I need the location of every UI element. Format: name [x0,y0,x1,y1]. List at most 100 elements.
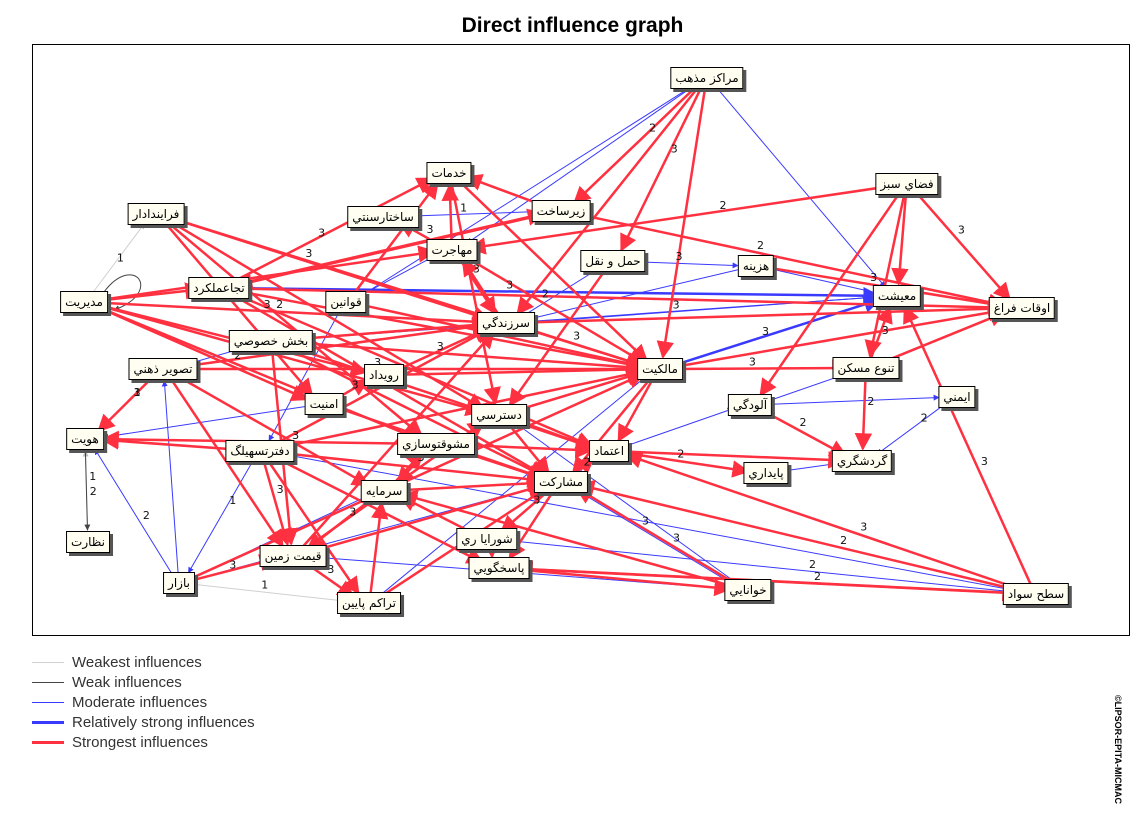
edge-khadamat-to-malekiat [456,178,649,363]
node-tarakom[interactable]: تراكم پايين [337,592,401,614]
node-sarzendegi[interactable]: سرزندگي [477,312,535,334]
edge-pasokhgoyi-to-khanayi [510,567,732,597]
edge-sarzendegi-to-oghat [517,300,1006,324]
edge-faza_sabz-to-maishat [891,193,909,286]
edge-weight-label: 3 [264,298,271,311]
edge-mohajerat-to-malekiat [461,253,646,365]
edge-bazar-to-hoviat [94,448,173,575]
node-pasokhgoyi[interactable]: پاسخگويي [468,557,530,579]
node-nezarat[interactable]: نظارت [66,531,110,553]
node-tasvir[interactable]: تصوير ذهني [128,358,198,380]
node-alodegi[interactable]: آلودگي [727,394,773,416]
edge-weight-label: 3 [958,224,965,237]
edge-ghavanin-to-daftar [268,310,341,442]
edge-sarzendegi-to-malekiat [517,324,645,370]
node-bakhsh[interactable]: بخش خصوصي [228,330,314,352]
edge-farayand-to-amniat [162,220,314,397]
legend-label-weak: Weak influences [72,673,182,691]
node-haml[interactable]: حمل و نقل [580,250,646,272]
node-roydad[interactable]: رويداد [364,364,404,386]
node-gheymat[interactable]: قيمت زمين [259,545,327,567]
edge-weight-label: 2 [90,485,97,498]
edge-weight-label: 2 [921,411,928,424]
node-khanayi[interactable]: خوانايي [724,579,772,601]
node-modiriat[interactable]: مديريت [60,291,108,313]
node-farayand[interactable]: فرايندادار [127,203,185,225]
edge-weight-label: 1 [261,578,268,591]
edge-weight-label: 3 [352,378,359,391]
legend-label-moderate: Moderate influences [72,693,208,711]
edge-weight-label: 3 [374,356,381,369]
edge-marakez-to-malekiat [656,87,707,359]
legend-swatch-strongest [32,740,64,744]
edge-modiriat-to-amniat [94,304,310,401]
legend-swatch-moderate [32,701,64,703]
edge-tasvir-to-sarzendegi [174,318,490,369]
edge-weight-label: 2 [542,287,549,300]
edge-farayand-to-moshavegh [164,219,424,438]
edge-marakez-to-sarzendegi [516,84,701,316]
node-sarmaye[interactable]: سرمايه [360,480,408,502]
edge-weight-label: 3 [277,483,284,496]
edge-bazar-to-tarakom [190,583,352,605]
edge-weight-label: 2 [719,199,726,212]
edge-weight-label: 2 [809,558,816,571]
edge-daftar-to-gheymat [262,460,292,547]
node-maishat[interactable]: معيشت [872,285,922,307]
node-hazine[interactable]: هزينه [737,255,775,277]
node-oghat[interactable]: اوقات فراغ [988,297,1056,319]
node-faza_sabz[interactable]: فضاي سبز [875,173,939,195]
node-sath[interactable]: سطح سواد [1002,583,1070,605]
edge-weight-label: 3 [349,506,356,519]
node-sakhtarsanti[interactable]: ساختارسنتي [347,206,419,228]
node-mosharekat[interactable]: مشاركت [533,471,589,493]
edge-zirsakht-to-oghat [572,211,1007,311]
edge-weight-label: 2 [867,395,874,408]
edge-bazar-to-tasvir [161,380,179,574]
node-zirsakht[interactable]: زيرساخت [531,200,591,222]
node-hoviat[interactable]: هويت [66,428,104,450]
edge-etemad-to-gardeshgari [620,450,846,469]
edge-khadamat-to-dastresi [450,182,501,405]
edge-weight-label: 3 [573,330,580,343]
edge-tarakom-to-malekiat [378,376,647,598]
edge-mohajerat-to-sarzendegi [458,257,497,315]
edge-tanavo-to-oghat [876,310,1007,366]
edge-weight-label: 3 [673,531,680,544]
edge-weight-label: 3 [292,429,299,442]
node-gardeshgari[interactable]: گردشگري [831,450,893,472]
node-shora[interactable]: شورايا ري [456,528,518,550]
edge-tanavo-to-maishat [869,305,893,360]
edge-sath-to-daftar [277,451,1025,593]
node-khadamat[interactable]: خدمات [426,162,472,184]
node-moshavegh[interactable]: مشوقتوسازي [397,433,475,455]
node-daftar[interactable]: دفترتسهيلگ [225,440,295,462]
node-mohajerat[interactable]: مهاجرت [426,239,478,261]
legend-label-weakest: Weakest influences [72,653,202,671]
edge-gheymat-to-tarakom [302,560,356,598]
edge-dastresi-to-mosharekat [506,421,550,475]
node-tanavo[interactable]: تنوع مسكن [832,357,900,379]
edge-etemad-to-alodegi [620,407,734,449]
node-bazar[interactable]: بازار [163,572,195,594]
edge-daftar-to-tarakom [265,458,360,595]
node-amniat[interactable]: امنيت [304,393,344,415]
edge-bakhsh-to-mosharekat [281,344,547,478]
edge-weight-label: 3 [427,223,434,236]
edge-roydad-to-malekiat [395,360,644,379]
node-imeni[interactable]: ايمني [938,386,976,408]
node-etemad[interactable]: اعتماد [588,440,630,462]
edge-hoviat-to-nezarat [84,448,91,531]
node-dastresi[interactable]: دسترسي [471,404,527,426]
node-ghavanin[interactable]: قوانين [325,291,367,313]
node-paydari[interactable]: پايداري [743,462,789,484]
edge-weight-label: 2 [814,570,821,583]
edge-ghavanin-to-malekiat [357,302,645,372]
node-malekiat[interactable]: مالكيت [637,358,683,380]
node-tajamo[interactable]: تجاعملكرد [188,277,250,299]
node-marakez[interactable]: مراكز مذهب [670,67,744,89]
edge-bazar-to-malekiat [189,372,646,581]
edge-bakhsh-to-malekiat [282,340,644,376]
legend-item-weak: Weak influences [32,672,255,692]
edge-weight-label: 2 [584,456,591,469]
